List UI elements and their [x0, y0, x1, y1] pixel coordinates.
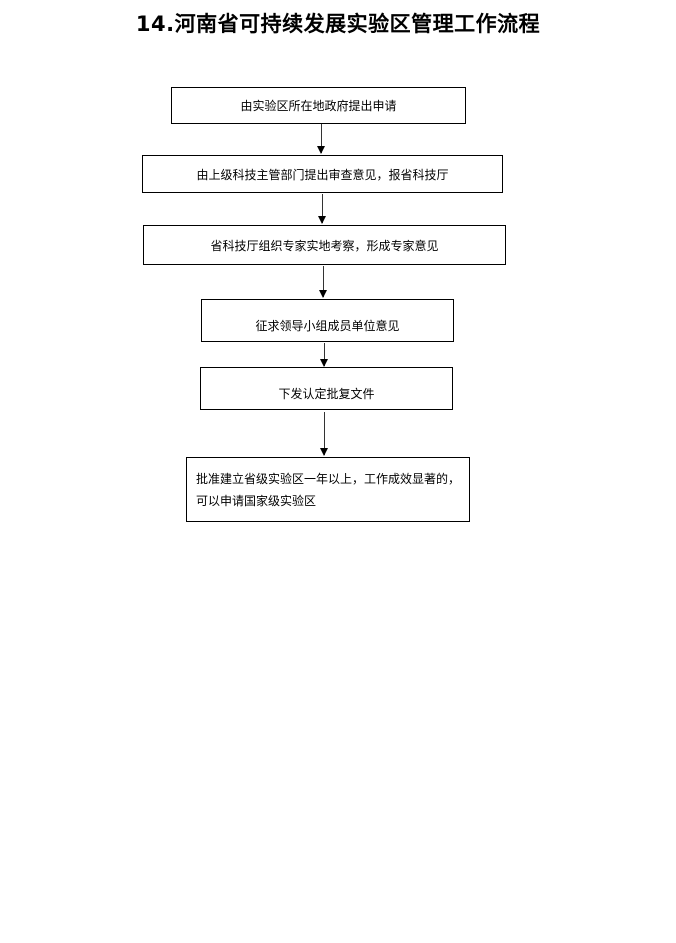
flow-step-4: 征求领导小组成员单位意见 [201, 299, 454, 342]
final-step-line-2: 可以申请国家级实验区 [196, 493, 317, 508]
flow-step-1: 由实验区所在地政府提出申请 [171, 87, 466, 124]
step-text: 征求领导小组成员单位意见 [255, 319, 400, 333]
flow-arrow [319, 266, 327, 298]
step-text: 省科技厅组织专家实地考察，形成专家意见 [210, 238, 439, 253]
page-title: 14.河南省可持续发展实验区管理工作流程 [135, 12, 541, 36]
flow-arrow [317, 124, 325, 154]
step-text: 由上级科技主管部门提出审查意见，报省科技厅 [196, 167, 449, 182]
flow-step-3: 省科技厅组织专家实地考察，形成专家意见 [143, 225, 506, 265]
flow-step-5: 下发认定批复文件 [200, 367, 453, 410]
step-text: 下发认定批复文件 [278, 387, 375, 401]
final-step-line-1: 批准建立省级实验区一年以上，工作成效显著的， [196, 471, 461, 486]
flow-arrow [320, 343, 328, 367]
flow-arrow [318, 194, 326, 224]
step-text: 由实验区所在地政府提出申请 [240, 99, 397, 113]
flow-step-2: 由上级科技主管部门提出审查意见，报省科技厅 [142, 155, 503, 193]
flow-arrow [320, 412, 328, 456]
flow-step-final: 批准建立省级实验区一年以上，工作成效显著的， 可以申请国家级实验区 [186, 457, 470, 522]
